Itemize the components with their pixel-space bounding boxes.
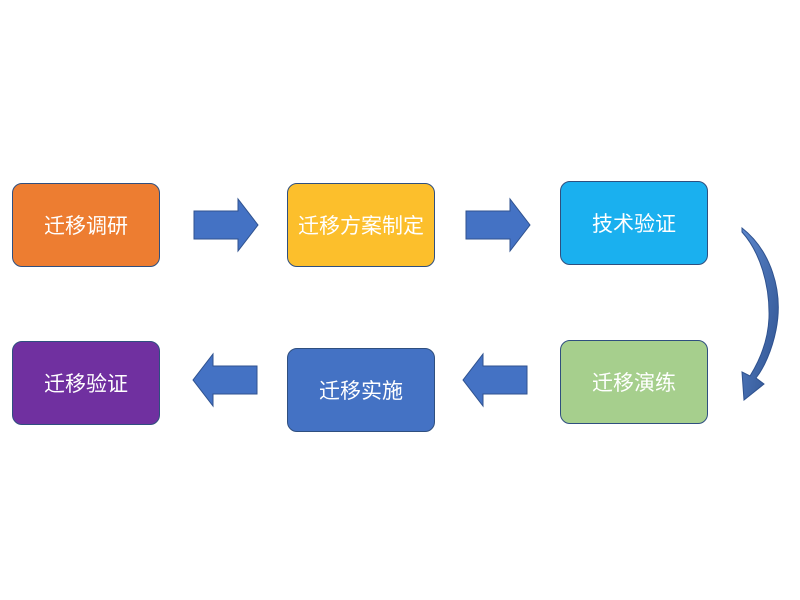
step-box-1: 迁移调研 xyxy=(12,183,160,267)
curved-arrow-down xyxy=(741,226,779,401)
step-box-6: 迁移验证 xyxy=(12,341,160,425)
arrow-right-2 xyxy=(465,197,531,253)
step-box-5: 迁移实施 xyxy=(287,348,435,432)
arrow-left-1 xyxy=(462,352,528,408)
step-box-2: 迁移方案制定 xyxy=(287,183,435,267)
step-label-5: 迁移实施 xyxy=(319,379,403,403)
arrow-left-2 xyxy=(192,352,258,408)
step-label-1: 迁移调研 xyxy=(44,214,128,238)
step-label-6: 迁移验证 xyxy=(44,372,128,396)
step-box-3: 技术验证 xyxy=(560,181,708,265)
step-label-3: 技术验证 xyxy=(592,212,676,236)
arrow-right-1 xyxy=(193,197,259,253)
step-label-2: 迁移方案制定 xyxy=(298,214,424,238)
step-box-4: 迁移演练 xyxy=(560,340,708,424)
step-label-4: 迁移演练 xyxy=(592,371,676,395)
